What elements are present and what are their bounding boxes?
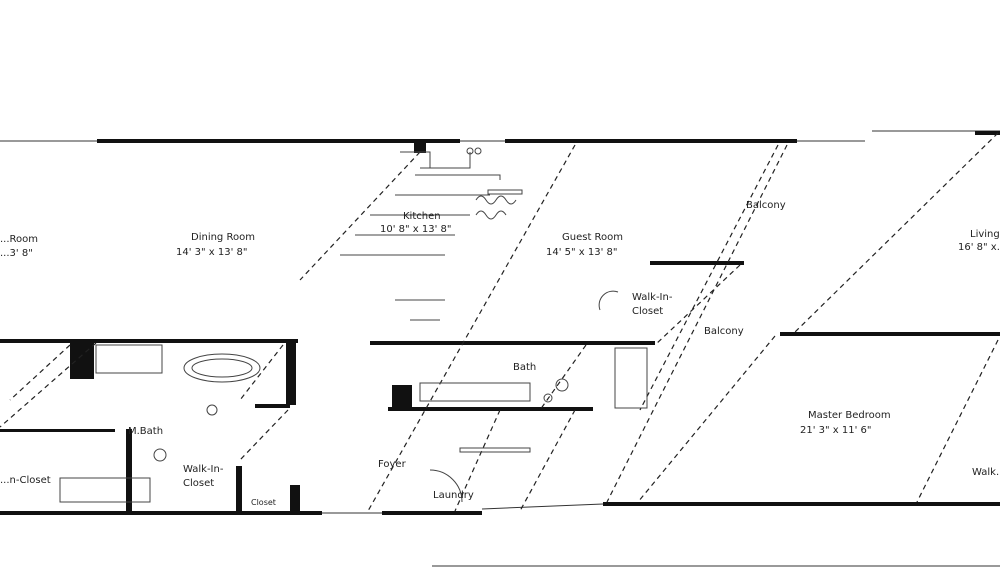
- room-closet-small: Closet: [251, 498, 276, 507]
- room-name: Walk-In-Closet: [632, 292, 673, 317]
- room-guest: Guest Room 14' 5" x 13' 8": [546, 232, 623, 258]
- room-name: Foyer: [378, 459, 407, 470]
- room-balcony-mid: Balcony: [704, 326, 744, 337]
- room-dims: 21' 3" x 11' 6": [800, 425, 872, 436]
- room-name: ...n-Closet: [0, 475, 51, 486]
- room-kitchen: Kitchen 10' 8" x 13' 8": [380, 211, 452, 235]
- room-living-right: Living... 16' 8" x...: [958, 229, 1000, 253]
- room-bath: Bath: [513, 362, 536, 373]
- room-dims: 16' 8" x...: [958, 242, 1000, 253]
- diagonal-hatching: [0, 132, 999, 512]
- room-dims: ...3' 8": [0, 248, 33, 259]
- room-name: Laundry: [433, 490, 474, 501]
- room-name: Closet: [251, 498, 276, 507]
- room-m-bath: M.Bath: [128, 426, 163, 437]
- room-living-left: ...Room ...3' 8": [0, 234, 38, 259]
- kitchen-fixtures: [340, 147, 523, 321]
- room-dims: 10' 8" x 13' 8": [380, 224, 452, 235]
- room-name: ...Room: [0, 234, 38, 245]
- room-master-bedroom: Master Bedroom 21' 3" x 11' 6": [800, 410, 891, 436]
- room-walk-in-closet-left: Walk-In-Closet: [183, 464, 224, 489]
- room-name: Walk...: [972, 467, 1000, 478]
- room-foyer: Foyer: [378, 459, 407, 470]
- room-name: Guest Room: [562, 232, 623, 243]
- room-walk-in-closet-mid: Walk-In-Closet: [632, 292, 673, 317]
- room-dims: 14' 3" x 13' 8": [176, 247, 248, 258]
- room-name: Walk-In-Closet: [183, 464, 224, 489]
- room-dining: Dining Room 14' 3" x 13' 8": [176, 232, 255, 258]
- room-name: Living...: [970, 229, 1000, 240]
- room-walk-right: Walk...: [972, 467, 1000, 478]
- room-name: Dining Room: [191, 232, 255, 243]
- room-name: Kitchen: [403, 211, 441, 222]
- room-laundry: Laundry: [433, 490, 474, 501]
- room-name: Balcony: [746, 200, 786, 211]
- bath-fixtures: [59, 290, 648, 503]
- room-name: Master Bedroom: [808, 410, 891, 421]
- room-name: Bath: [513, 362, 536, 373]
- room-balcony-top: Balcony: [746, 200, 786, 211]
- exterior-walls: [0, 130, 1000, 567]
- room-name: Balcony: [704, 326, 744, 337]
- room-closet-left: ...n-Closet: [0, 475, 51, 486]
- interior-walls: [0, 143, 1000, 511]
- room-name: M.Bath: [128, 426, 163, 437]
- room-dims: 14' 5" x 13' 8": [546, 247, 618, 258]
